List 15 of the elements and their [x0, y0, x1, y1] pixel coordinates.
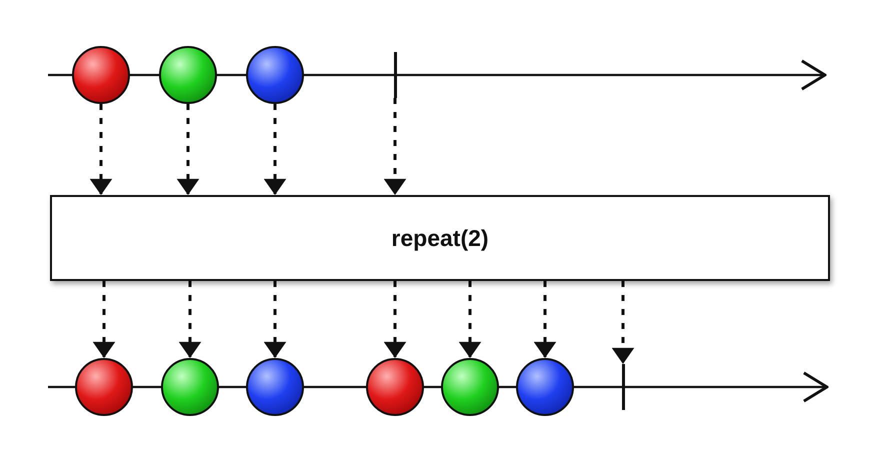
dashed-arrow [534, 281, 556, 358]
dashed-arrow [264, 281, 286, 358]
dashed-arrow [92, 281, 116, 358]
dashed-arrow [178, 281, 202, 358]
dashed-arrow [384, 281, 406, 358]
dashed-arrow [264, 104, 286, 195]
dashed-arrow [458, 281, 482, 358]
completion-tick [394, 52, 396, 98]
dashed-arrow [384, 98, 406, 195]
dashed-arrow [176, 104, 200, 195]
operator-label: repeat(2) [391, 224, 489, 252]
dashed-arrow [90, 104, 112, 195]
completion-tick [622, 364, 624, 410]
dashed-arrow [612, 281, 634, 364]
operator-box [50, 195, 830, 281]
